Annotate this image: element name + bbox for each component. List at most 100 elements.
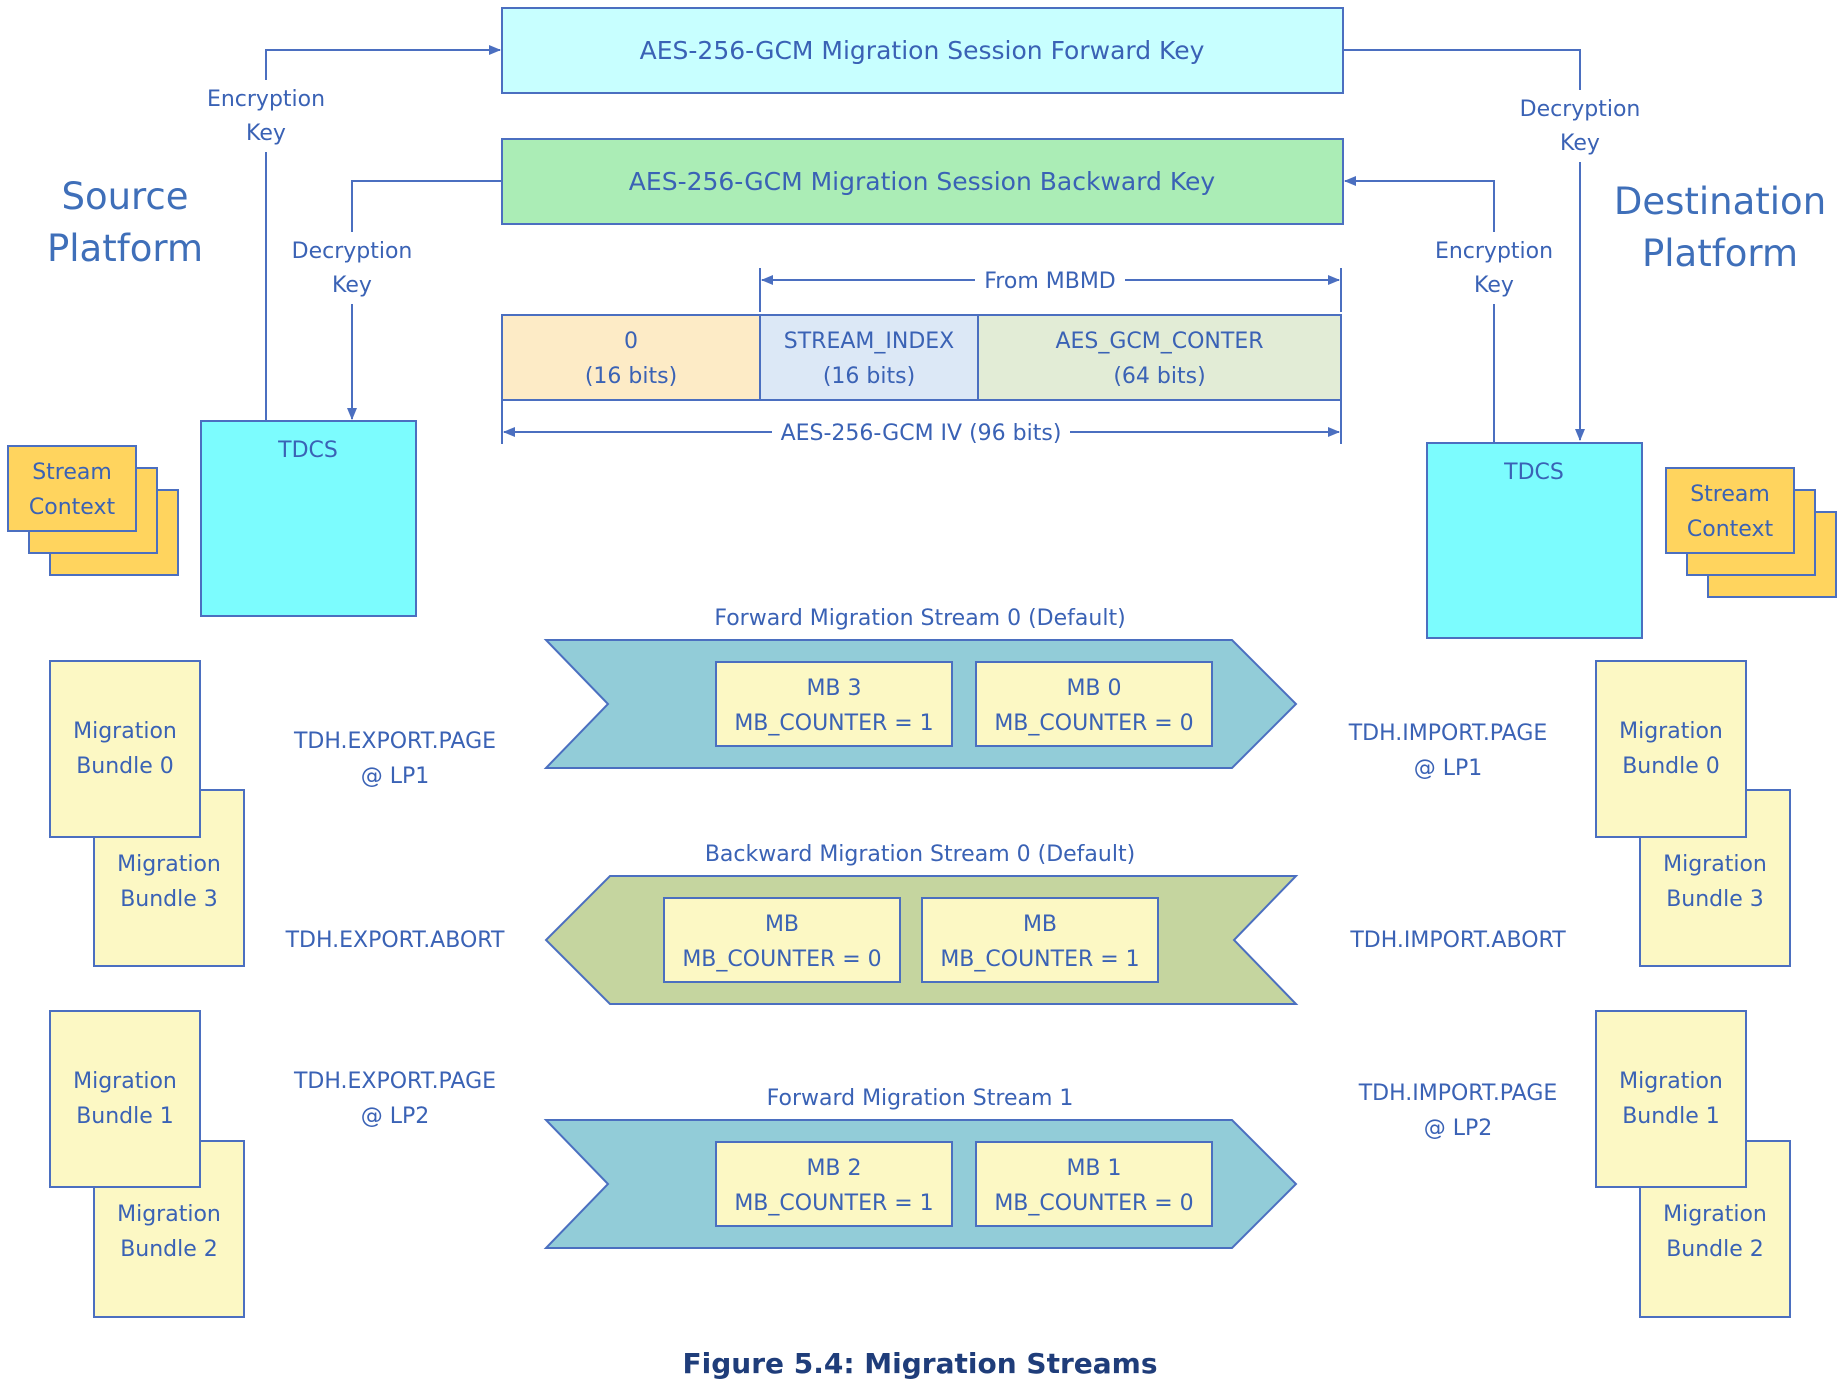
- dest-platform-line1: Destination: [1614, 180, 1826, 223]
- migration-bundle-card: [49, 660, 201, 838]
- migration-bundle-number: Bundle 2: [1666, 1237, 1764, 1262]
- migration-bundle-number: Bundle 2: [120, 1237, 218, 1262]
- mb-name: MB 2: [806, 1156, 861, 1181]
- stream-context-card: [7, 445, 137, 532]
- export-page-lp1-line2: @ LP1: [361, 764, 430, 789]
- export-page-lp2-line1: TDH.EXPORT.PAGE: [293, 1069, 496, 1094]
- dest-encryption-key-label: Key: [1474, 273, 1514, 298]
- mb-name: MB: [1023, 912, 1057, 937]
- stream-context-line1: Stream: [32, 460, 112, 485]
- forward-key-label: AES-256-GCM Migration Session Forward Ke…: [640, 36, 1205, 65]
- backward-key-label: AES-256-GCM Migration Session Backward K…: [629, 167, 1216, 196]
- source-platform-line2: Platform: [47, 227, 203, 270]
- export-page-lp2-line2: @ LP2: [361, 1104, 430, 1129]
- streams: Forward Migration Stream 0 (Default) MB 3…: [543, 606, 1299, 1249]
- migration-bundle-card: [1595, 1010, 1747, 1188]
- iv-field-size: (64 bits): [1113, 364, 1205, 389]
- migration-bundle-in-stream: [975, 661, 1213, 747]
- migration-bundle-in-stream: [921, 897, 1159, 983]
- stream-context-card: [1665, 467, 1795, 554]
- mb-name: MB 3: [806, 676, 861, 701]
- dest-decryption-key-line: [1343, 49, 1585, 441]
- iv-total-label: AES-256-GCM IV (96 bits): [781, 421, 1062, 446]
- figure-caption: Figure 5.4: Migration Streams: [683, 1347, 1158, 1380]
- export-page-lp1-line1: TDH.EXPORT.PAGE: [293, 729, 496, 754]
- mb-counter: MB_COUNTER = 0: [994, 1191, 1193, 1216]
- import-page-lp2-line1: TDH.IMPORT.PAGE: [1358, 1081, 1558, 1106]
- iv-fields: 0 (16 bits) STREAM_INDEX (16 bits) AES_GCM_C…: [501, 314, 1342, 401]
- iv-field-box: [759, 314, 979, 401]
- migration-bundle-number: Bundle 1: [76, 1104, 174, 1129]
- iv-field-name: AES_GCM_CONTER: [1055, 329, 1263, 354]
- source-tdcs-label: TDCS: [277, 438, 338, 463]
- migration-bundle-label: Migration: [1619, 719, 1723, 744]
- source-encryption-key-line: [265, 45, 501, 420]
- migration-bundle-number: Bundle 3: [1666, 887, 1764, 912]
- dest-encryption-key-line: [1344, 176, 1495, 443]
- stream-context-line2: Context: [1687, 517, 1774, 542]
- source-platform-line1: Source: [61, 175, 188, 218]
- source-encryption-key-label: Key: [246, 121, 286, 146]
- mb-counter: MB_COUNTER = 0: [994, 711, 1193, 736]
- dest-platform-line2: Platform: [1642, 232, 1798, 275]
- source-decryption-key-label: Key: [332, 273, 372, 298]
- dest-tdcs-label: TDCS: [1503, 460, 1564, 485]
- migration-stream-title: Backward Migration Stream 0 (Default): [705, 842, 1135, 867]
- migration-bundle-number: Bundle 3: [120, 887, 218, 912]
- migration-bundle-number: Bundle 0: [76, 754, 174, 779]
- mb-counter: MB_COUNTER = 0: [682, 947, 881, 972]
- forward-key-box: [501, 7, 1344, 94]
- migration-bundle-card: [1595, 660, 1747, 838]
- stream-context-line2: Context: [29, 495, 116, 520]
- dest-decryption-key-label: Key: [1560, 131, 1600, 156]
- mb-name: MB: [765, 912, 799, 937]
- migration-bundle-in-stream: [715, 661, 953, 747]
- migration-bundle-number: Bundle 1: [1622, 1104, 1720, 1129]
- import-page-lp1-line1: TDH.IMPORT.PAGE: [1348, 721, 1548, 746]
- import-page-lp1-line2: @ LP1: [1414, 756, 1483, 781]
- migration-bundle-in-stream: [715, 1141, 953, 1227]
- migration-stream-title: Forward Migration Stream 0 (Default): [714, 606, 1125, 631]
- mb-counter: MB_COUNTER = 1: [940, 947, 1139, 972]
- migration-bundle-label: Migration: [1619, 1069, 1723, 1094]
- iv-field-size: (16 bits): [585, 364, 677, 389]
- dest-encryption-label: Encryption: [1435, 239, 1553, 264]
- iv-field-name: STREAM_INDEX: [784, 329, 954, 354]
- migration-stream-title: Forward Migration Stream 1: [767, 1086, 1074, 1111]
- source-tdcs-box: [200, 420, 417, 617]
- export-abort-label: TDH.EXPORT.ABORT: [285, 928, 505, 953]
- from-mbmd-label: From MBMD: [984, 269, 1116, 294]
- migration-bundle-label: Migration: [1663, 852, 1767, 877]
- migration-bundle-label: Migration: [73, 719, 177, 744]
- dest-tdcs-box: [1426, 442, 1643, 639]
- iv-field-box: [501, 314, 761, 401]
- import-abort-label: TDH.IMPORT.ABORT: [1349, 928, 1566, 953]
- iv-field-box: [977, 314, 1342, 401]
- mb-name: MB 1: [1066, 1156, 1121, 1181]
- source-decryption-key-line: [347, 180, 502, 420]
- stream-context-line1: Stream: [1690, 482, 1770, 507]
- source-decryption-label: Decryption: [292, 239, 413, 264]
- mb-counter: MB_COUNTER = 1: [734, 1191, 933, 1216]
- migration-bundle-card: [49, 1010, 201, 1188]
- migration-bundle-label: Migration: [1663, 1202, 1767, 1227]
- migration-bundle-in-stream: [663, 897, 901, 983]
- migration-bundle-label: Migration: [73, 1069, 177, 1094]
- migration-bundle-number: Bundle 0: [1622, 754, 1720, 779]
- migration-bundle-label: Migration: [117, 1202, 221, 1227]
- backward-key-box: [501, 138, 1344, 225]
- dest-decryption-label: Decryption: [1520, 97, 1641, 122]
- import-page-lp2-line2: @ LP2: [1424, 1116, 1493, 1141]
- source-encryption-label: Encryption: [207, 87, 325, 112]
- mb-name: MB 0: [1066, 676, 1121, 701]
- iv-field-name: 0: [624, 329, 638, 354]
- migration-bundle-label: Migration: [117, 852, 221, 877]
- mb-counter: MB_COUNTER = 1: [734, 711, 933, 736]
- migration-bundle-in-stream: [975, 1141, 1213, 1227]
- iv-field-size: (16 bits): [823, 364, 915, 389]
